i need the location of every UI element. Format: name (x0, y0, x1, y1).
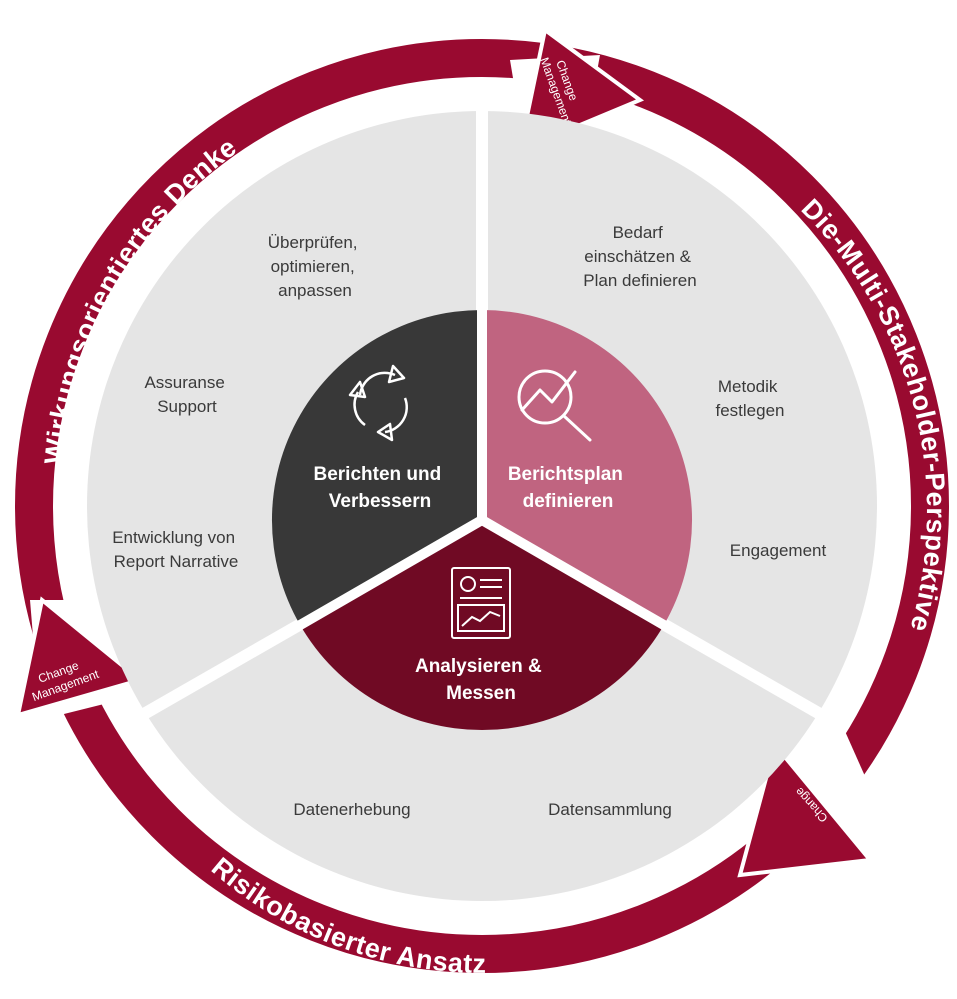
segment-right-item-2: Metodik festlegen (716, 377, 785, 420)
core-bottom: Analysieren & Messen (415, 567, 547, 704)
segment-right-item-3: Engagement (730, 541, 827, 560)
segment-left-item-2: Assuranse Support (144, 373, 229, 416)
core-left-line1: Berichten und (313, 464, 441, 485)
segment-left: Überprüfen, optimieren, anpassen Assuran… (112, 233, 363, 571)
core-left: Berichten und Verbessern (313, 364, 446, 512)
core-bottom-line1: Analysieren & (415, 656, 542, 677)
refresh-cycle-icon (348, 364, 408, 442)
change-management-arrow-left: Change Management (15, 596, 145, 718)
core-right-line1: Berichtsplan (508, 464, 623, 485)
segment-left-item-1: Überprüfen, optimieren, anpassen (268, 233, 363, 300)
segment-bottom-item-1: Datenerhebung (293, 800, 410, 819)
core-right-line2: definieren (523, 491, 614, 512)
core-right: Berichtsplan definieren (508, 369, 628, 512)
report-document-icon (451, 567, 511, 639)
segment-right-item-1: Bedarf einschätzen & Plan definieren (583, 223, 696, 290)
core-left-line2: Verbessern (329, 491, 431, 512)
svg-text:Berichten und Verbessern: Berichten und Verbessern (313, 464, 446, 512)
magnifier-chart-icon (517, 369, 592, 442)
segment-bottom: Datenerhebung Datensammlung (293, 800, 672, 819)
svg-text:Berichtsplan definieren: Berichtsplan definieren (508, 464, 628, 512)
segment-bottom-item-2: Datensammlung (548, 800, 672, 819)
core-bottom-line2: Messen (446, 683, 516, 704)
segment-right: Bedarf einschätzen & Plan definieren Met… (583, 223, 826, 560)
segment-left-item-3: Entwicklung von Report Narrative (112, 528, 240, 571)
core-circle (271, 305, 693, 731)
svg-text:Analysieren & Messen: Analysieren & Messen (415, 656, 547, 704)
